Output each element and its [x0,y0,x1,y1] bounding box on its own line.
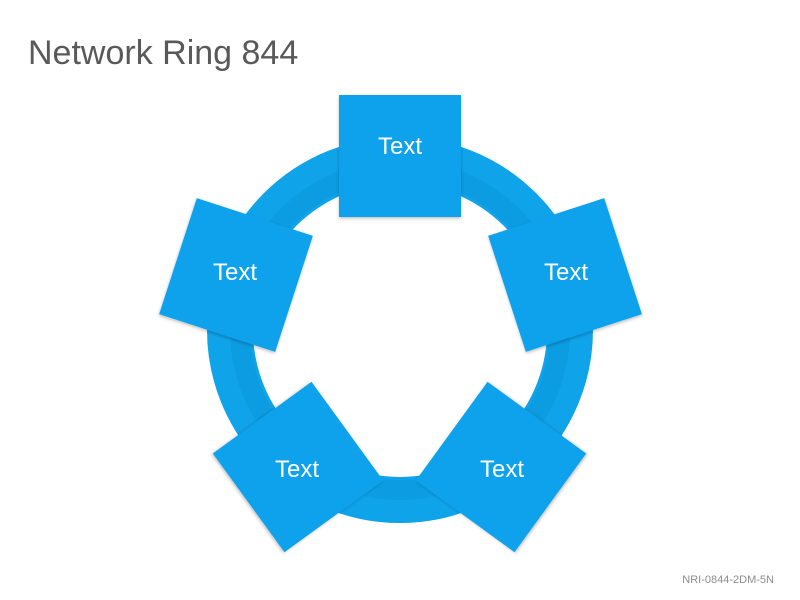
node-box-2[interactable] [488,198,642,352]
node-label-5: Text [213,259,257,286]
page-title: Network Ring 844 [28,34,299,72]
node-label-3: Text [480,456,524,483]
node-box-4[interactable] [212,381,384,553]
ring-overlap-shade [242,172,558,488]
node-label-4: Text [275,456,319,483]
node-box-3[interactable] [415,381,587,553]
footer-code: NRI-0844-2DM-5N [682,574,774,586]
node-label-2: Text [544,259,588,286]
node-box-1[interactable] [339,95,461,217]
node-label-1: Text [378,133,422,160]
node-box-5[interactable] [159,198,313,352]
